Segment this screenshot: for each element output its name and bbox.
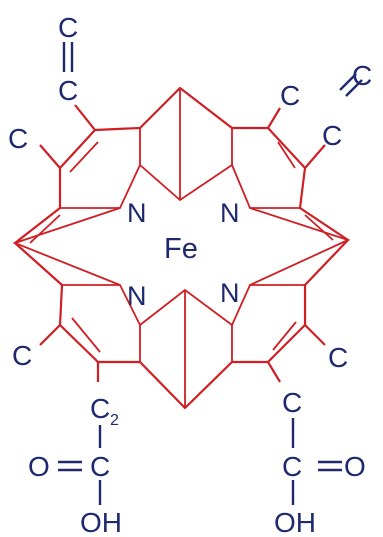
nitrogen-bottom-right: N [220,278,240,308]
vinyl-right-carbon: C [322,120,342,151]
nitrogen-bottom-left: N [127,281,147,311]
substituent-bonds [39,104,326,383]
vinyl-left-carbon: C [58,75,78,106]
vinyl-right-terminal-carbon: C [352,60,372,91]
iron-atom: Fe [164,233,198,265]
propionate-left-hydroxyl: OH [80,507,122,537]
propionate-right-hydroxyl: OH [274,507,316,537]
methyl-left-lower-carbon: C [12,340,32,371]
propionate-right-ch2: C [282,387,302,418]
vinyl-left-terminal-carbon: C [58,12,78,43]
propionate-right-carbonyl-carbon: C [282,451,302,482]
methyl-left-upper-carbon: C [8,123,28,154]
methyl-top-right-carbon: C [280,80,300,111]
propionate-left-carbonyl-carbon: C [90,451,110,482]
substituent-blue-bonds [58,42,363,505]
methyl-right-lower-carbon: C [328,342,348,373]
propionate-left-ch2-subscript: 2 [110,412,119,429]
ring-inner-bonds [12,88,351,408]
propionate-left-ch2: C [90,393,110,424]
nitrogen-top-left: N [127,198,147,228]
propionate-left-oxygen: O [28,451,50,482]
propionate-right-oxygen: O [344,451,366,482]
nitrogen-top-right: N [220,198,240,228]
